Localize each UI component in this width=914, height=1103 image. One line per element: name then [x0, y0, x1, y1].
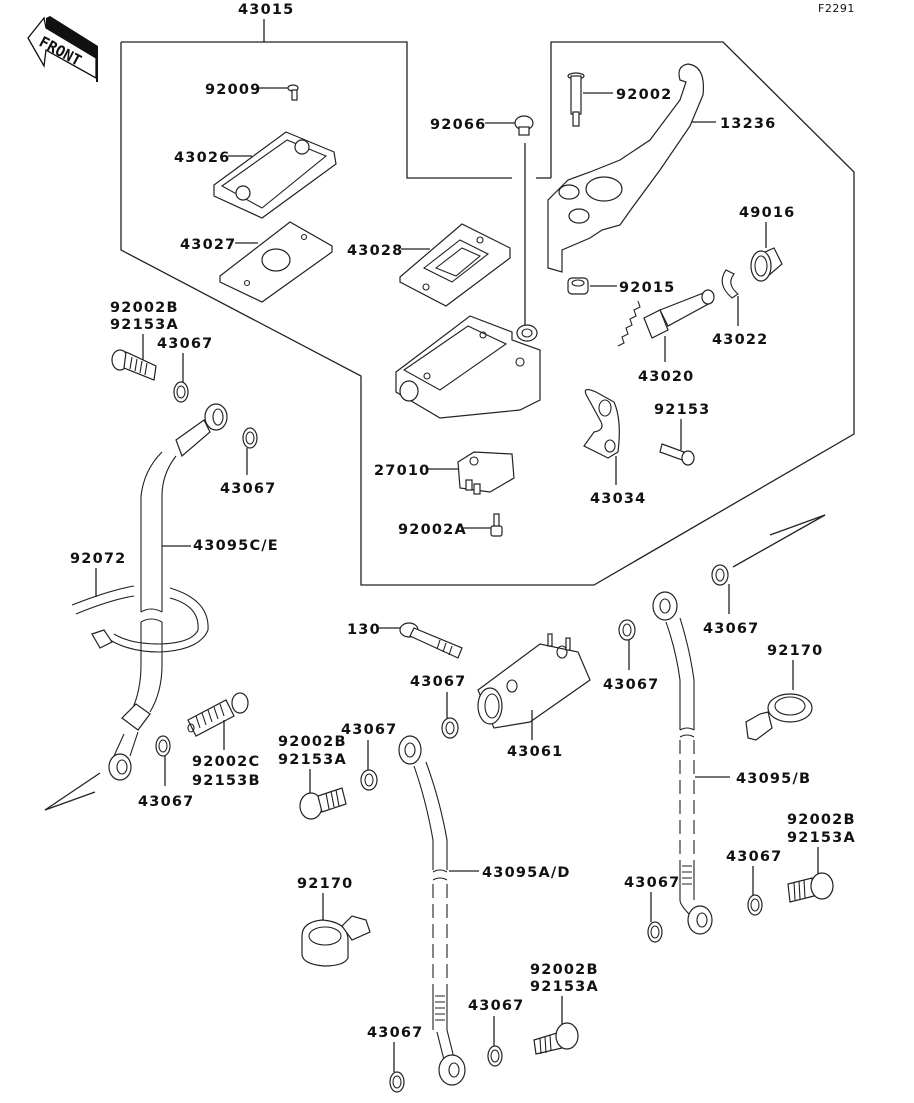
- washer-43067-icon: [441, 717, 459, 739]
- label-43067-bottom-left[interactable]: 43067: [367, 1025, 423, 1041]
- label-92002[interactable]: 92002: [616, 87, 672, 103]
- brake-hose-43095B-icon: [652, 591, 713, 935]
- label-92002B-mid[interactable]: 92002B: [278, 734, 347, 750]
- brake-hose-43095CE-icon: [108, 403, 228, 781]
- brake-hose-43095AD-icon: [398, 735, 466, 1086]
- washer-43067-icon: [487, 1045, 503, 1067]
- label-92002A[interactable]: 92002A: [398, 522, 467, 538]
- label-27010[interactable]: 27010: [374, 463, 430, 479]
- screw-92002A-icon: [490, 513, 503, 537]
- diaphragm-43028-icon: [399, 223, 511, 307]
- label-43034[interactable]: 43034: [590, 491, 646, 507]
- banjo-bolt-92002C-icon: [187, 692, 249, 737]
- washer-43067-icon: [360, 769, 378, 791]
- washer-43067-icon: [618, 619, 636, 641]
- label-43067-right-low[interactable]: 43067: [624, 875, 680, 891]
- label-92153A-right[interactable]: 92153A: [787, 830, 856, 846]
- cap-92066-icon: [514, 115, 534, 136]
- label-130[interactable]: 130: [347, 622, 381, 638]
- washer-43067-icon: [389, 1071, 405, 1093]
- label-43067-bottom-mid[interactable]: 43067: [468, 998, 524, 1014]
- label-92009[interactable]: 92009: [205, 82, 261, 98]
- banjo-bolt-92002B-right-icon: [787, 872, 834, 903]
- banjo-bolt-92002B-icon: [111, 349, 157, 381]
- label-92153A-bottom[interactable]: 92153A: [530, 979, 599, 995]
- label-43027[interactable]: 43027: [180, 237, 236, 253]
- circlip-43022-icon: [721, 269, 739, 299]
- hose-fitting-92170-icon: [745, 693, 813, 741]
- washer-43067-icon: [711, 564, 729, 586]
- label-92002B-right[interactable]: 92002B: [787, 812, 856, 828]
- label-92072[interactable]: 92072: [70, 551, 126, 567]
- screw-92009-icon: [287, 84, 299, 101]
- bolt-130-icon: [399, 622, 463, 659]
- label-43095AD[interactable]: 43095A/D: [482, 865, 571, 881]
- washer-43067-icon: [647, 921, 663, 943]
- label-43022[interactable]: 43022: [712, 332, 768, 348]
- label-43067-top-b[interactable]: 43067: [220, 481, 276, 497]
- front-arrow-icon: FRONT: [27, 16, 98, 82]
- figure-code: F2291: [818, 2, 855, 15]
- label-43067-left-low[interactable]: 43067: [138, 794, 194, 810]
- label-43067-right-top[interactable]: 43067: [703, 621, 759, 637]
- label-43067-mid-b[interactable]: 43067: [341, 722, 397, 738]
- label-92153A-mid[interactable]: 92153A: [278, 752, 347, 768]
- label-43026[interactable]: 43026: [174, 150, 230, 166]
- diaphragm-plate-43027-icon: [219, 221, 333, 303]
- nut-92015-icon: [567, 277, 589, 295]
- hose-fitting-92170-left-icon: [301, 915, 371, 967]
- piston-kit-43020-icon: [617, 289, 715, 347]
- label-13236[interactable]: 13236: [720, 116, 776, 132]
- label-43020[interactable]: 43020: [638, 369, 694, 385]
- master-cylinder-body-icon: [395, 315, 541, 419]
- label-92153B[interactable]: 92153B: [192, 773, 261, 789]
- label-43067-mid2[interactable]: 43067: [603, 677, 659, 693]
- pivot-bolt-92002-icon: [567, 72, 585, 127]
- assembly-frame-43015: 43015: [120, 2, 855, 586]
- banjo-bolt-92002B-mid-icon: [299, 787, 347, 820]
- label-43095B[interactable]: 43095/B: [736, 771, 811, 787]
- reservoir-cap-43026-icon: [213, 131, 337, 219]
- brake-switch-27010-icon: [457, 451, 515, 495]
- cable-tie-92072-icon: [71, 585, 209, 653]
- label-92153A-top[interactable]: 92153A: [110, 317, 179, 333]
- label-92015[interactable]: 92015: [619, 280, 675, 296]
- brake-lever-13236-icon: [547, 63, 705, 273]
- label-92170-right[interactable]: 92170: [767, 643, 823, 659]
- label-92170-left[interactable]: 92170: [297, 876, 353, 892]
- label-92002B-bottom[interactable]: 92002B: [530, 962, 599, 978]
- washer-43067-icon: [242, 427, 258, 449]
- label-43067-mid[interactable]: 43067: [410, 674, 466, 690]
- washer-43067-icon: [173, 381, 189, 403]
- cylinder-43061-icon: [477, 633, 591, 729]
- label-92153[interactable]: 92153: [654, 402, 710, 418]
- label-43067-right[interactable]: 43067: [726, 849, 782, 865]
- label-92066[interactable]: 92066: [430, 117, 486, 133]
- label-43067-top-a[interactable]: 43067: [157, 336, 213, 352]
- label-49016[interactable]: 49016: [739, 205, 795, 221]
- label-43061[interactable]: 43061: [507, 744, 563, 760]
- clamp-43034-icon: [583, 388, 620, 459]
- label-43028[interactable]: 43028: [347, 243, 403, 259]
- banjo-bolt-92002B-bottom-icon: [533, 1022, 579, 1055]
- label-43095CE[interactable]: 43095C/E: [193, 538, 279, 554]
- washer-43067-icon: [747, 894, 763, 916]
- label-92002B-top[interactable]: 92002B: [110, 300, 179, 316]
- boot-49016-icon: [750, 247, 783, 282]
- label-92002C[interactable]: 92002C: [192, 754, 260, 770]
- label-43015[interactable]: 43015: [238, 2, 294, 18]
- bolt-92153-icon: [659, 443, 695, 466]
- washer-43067-icon: [155, 735, 171, 757]
